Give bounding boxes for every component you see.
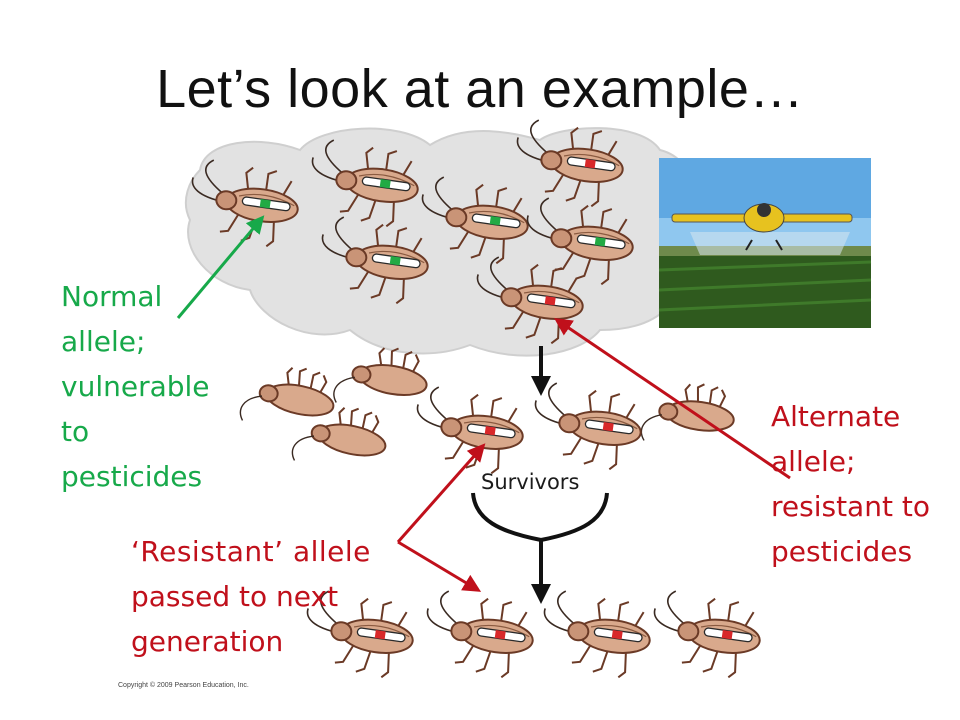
copyright-notice: Copyright © 2009 Pearson Education, Inc. (118, 682, 249, 689)
arrow-alternate-allele (554, 317, 791, 480)
normal-allele-label-line: pesticides (61, 460, 203, 493)
alternate-allele-label-line: pesticides (771, 535, 913, 568)
alternate-allele-label-line: Alternate (771, 400, 901, 433)
survivor-bug-2 (526, 379, 647, 474)
resistant-allele-label-line: generation (131, 625, 284, 658)
offspring-bug-4 (645, 587, 766, 682)
offspring-bug-2 (418, 587, 539, 682)
normal-allele-label-line: allele; (61, 325, 146, 358)
alternate-allele-label-line: allele; (771, 445, 856, 478)
normal-allele-label: Normal allele; vulnerable to pesticides (61, 274, 210, 499)
normal-allele-label-line: to (61, 415, 90, 448)
normal-allele-label-line: vulnerable (61, 370, 210, 403)
resistant-allele-label-line: ‘Resistant’ allele (131, 535, 371, 568)
offspring-bug-3 (535, 587, 656, 682)
alternate-allele-label: Alternate allele; resistant to pesticide… (771, 394, 930, 574)
arrow-normal-allele (176, 215, 265, 319)
arrow-resistant-to-survivor (396, 443, 486, 543)
survivors-label: Survivors (481, 470, 580, 494)
slide-title: Let’s look at an example… (156, 59, 804, 119)
resistant-allele-label-line: passed to next (131, 580, 339, 613)
merge-bracket (471, 492, 609, 543)
normal-allele-label-line: Normal (61, 280, 163, 313)
arrow-resistant-to-offspring (397, 540, 482, 592)
resistant-allele-passed-label: ‘Resistant’ allele passed to next genera… (131, 529, 371, 664)
alternate-allele-label-line: resistant to (771, 490, 930, 523)
crop-duster-photo (658, 158, 872, 328)
